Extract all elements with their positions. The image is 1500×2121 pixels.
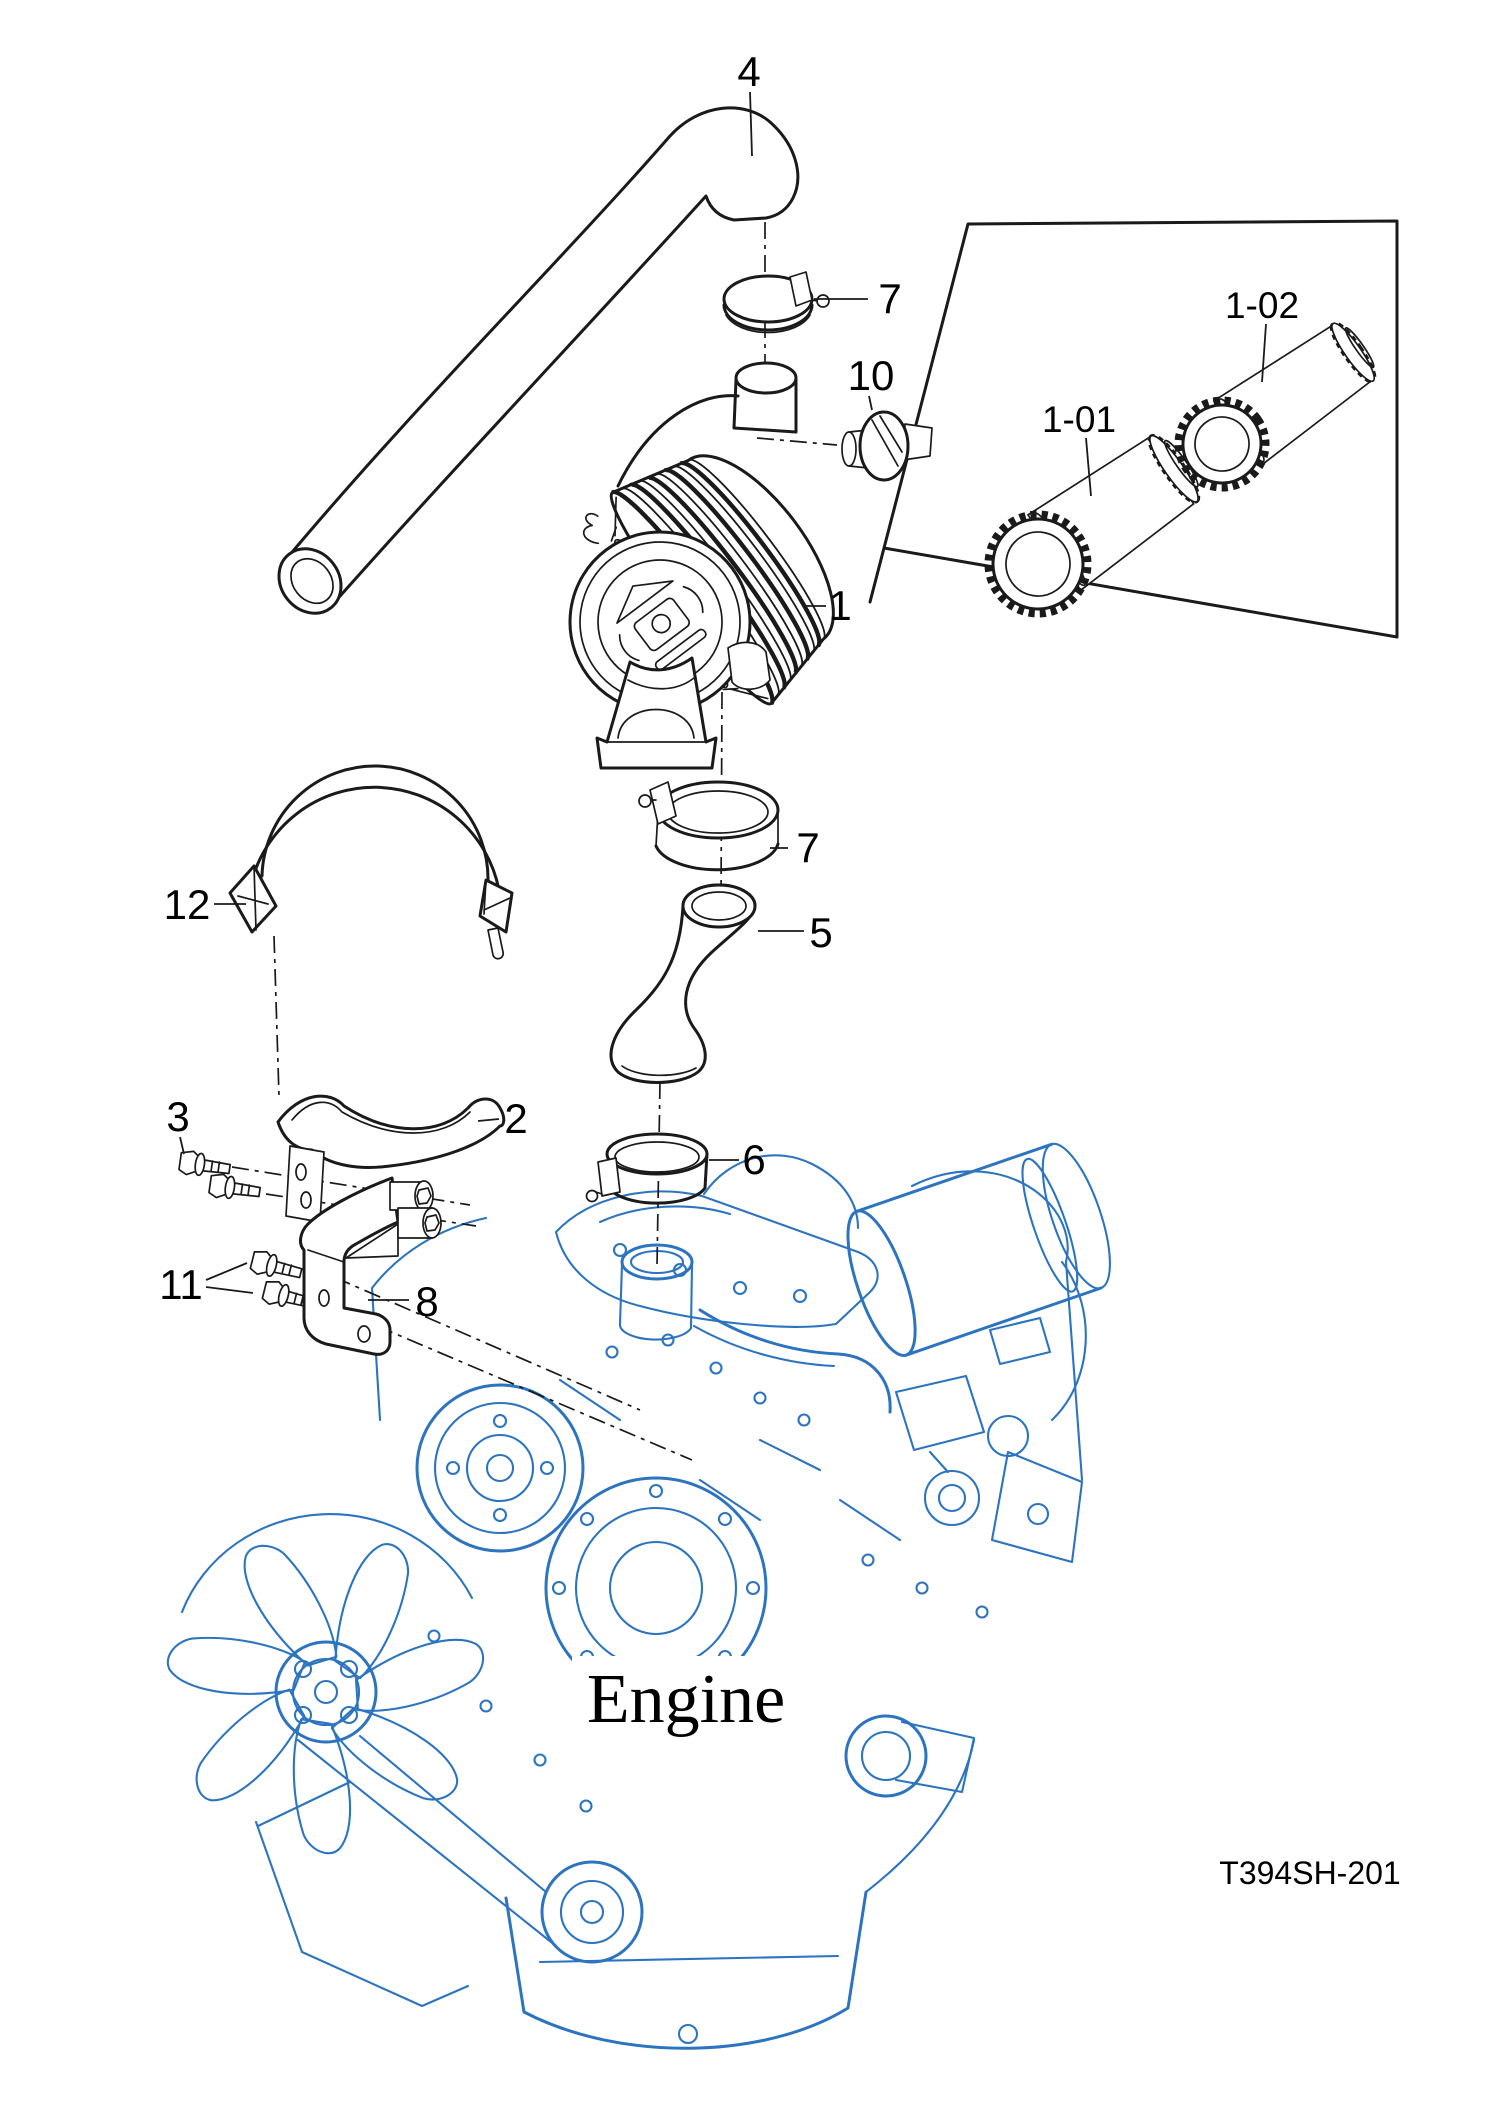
part-8-bracket bbox=[299, 1176, 442, 1356]
callout-8: 8 bbox=[415, 1278, 438, 1325]
callout-5: 5 bbox=[809, 909, 832, 956]
part-1-02-inner-element bbox=[1174, 321, 1377, 492]
part-2-saddle bbox=[276, 1094, 506, 1223]
callout-7-upper: 7 bbox=[878, 275, 901, 322]
callout-6: 6 bbox=[742, 1136, 765, 1183]
callout-1-01: 1-01 bbox=[1042, 399, 1116, 440]
callout-2: 2 bbox=[504, 1095, 527, 1142]
callout-7-lower: 7 bbox=[796, 824, 819, 871]
part-4-intake-hose bbox=[277, 106, 800, 615]
callout-11: 11 bbox=[159, 1261, 203, 1308]
part-7-clamp-lower bbox=[638, 780, 780, 872]
callout-1: 1 bbox=[828, 582, 851, 629]
drawing-code: T394SH-201 bbox=[1219, 1855, 1400, 1891]
dust-ejector bbox=[595, 656, 718, 770]
leader-1-02 bbox=[1261, 323, 1267, 383]
part-1-01-outer-element bbox=[984, 433, 1201, 618]
engine-fan bbox=[160, 1533, 485, 1858]
callout-12: 12 bbox=[164, 881, 211, 928]
engine-intake-stub bbox=[618, 1243, 694, 1341]
callout-1-02: 1-02 bbox=[1225, 285, 1299, 326]
engine-caption-text: Engine bbox=[587, 1661, 785, 1738]
part-3-bolts bbox=[177, 1148, 263, 1205]
engine-caption: Engine bbox=[572, 1656, 800, 1738]
part-5-elbow-hose bbox=[609, 883, 757, 1084]
part-10-sensor bbox=[841, 410, 933, 482]
engine-illustration bbox=[160, 1142, 1111, 2050]
callout-3: 3 bbox=[166, 1093, 189, 1140]
leader-1-01 bbox=[1085, 437, 1092, 497]
part-6-clamp bbox=[585, 1132, 709, 1205]
leader-lines bbox=[179, 91, 873, 1301]
part-1-air-cleaner bbox=[568, 361, 835, 770]
part-7-clamp-upper bbox=[722, 271, 830, 334]
callout-10: 10 bbox=[848, 352, 895, 399]
detail-box: 1-01 1-02 bbox=[868, 219, 1399, 639]
engine-caption-box bbox=[572, 1656, 800, 1736]
part-12-band-clamp bbox=[228, 764, 514, 960]
detail-box-outline bbox=[868, 219, 1399, 639]
callout-labels: 4 7 10 1 12 7 5 2 6 3 11 8 bbox=[159, 48, 901, 1325]
callout-4: 4 bbox=[737, 48, 760, 95]
